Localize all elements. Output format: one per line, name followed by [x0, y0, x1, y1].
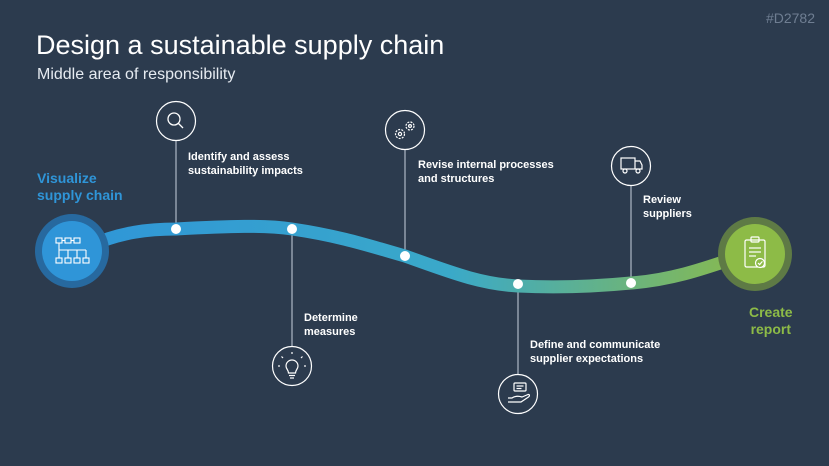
truck-icon — [620, 157, 643, 174]
step-4-label: Define and communicate supplier expectat… — [530, 339, 661, 365]
path-dot-2 — [287, 224, 297, 234]
end-label: Create report — [749, 304, 793, 337]
hand-message-icon — [508, 382, 530, 403]
page-subtitle: Middle area of responsibility — [37, 66, 236, 83]
step-5-icon-badge — [610, 145, 652, 187]
process-path — [83, 219, 742, 294]
step-1-icon-badge — [155, 100, 197, 142]
step-1-label: Identify and assess sustainability impac… — [188, 151, 303, 177]
end-node — [718, 217, 792, 291]
lightbulb-icon — [278, 352, 306, 379]
path-dot-3 — [400, 251, 410, 261]
path-dot-4 — [513, 279, 523, 289]
slide-id: #D2782 — [765, 10, 815, 26]
step-2-label: Determine measures — [304, 312, 358, 338]
gears-icon — [394, 121, 415, 140]
path-dot-5 — [626, 278, 636, 288]
page-title: Design a sustainable supply chain — [36, 30, 445, 60]
step-5-label: Review suppliers — [643, 194, 692, 220]
path-dot-1 — [171, 224, 181, 234]
step-3-icon-badge — [384, 109, 426, 151]
step-3-label: Revise internal processes and structures — [418, 159, 554, 185]
start-node — [35, 214, 109, 288]
hierarchy-icon — [55, 237, 90, 264]
start-label: Visualize supply chain — [37, 170, 123, 203]
clipboard-check-icon — [744, 236, 766, 269]
magnifier-icon — [167, 112, 184, 129]
step-4-icon-badge — [497, 373, 539, 415]
step-2-icon-badge — [271, 345, 313, 387]
